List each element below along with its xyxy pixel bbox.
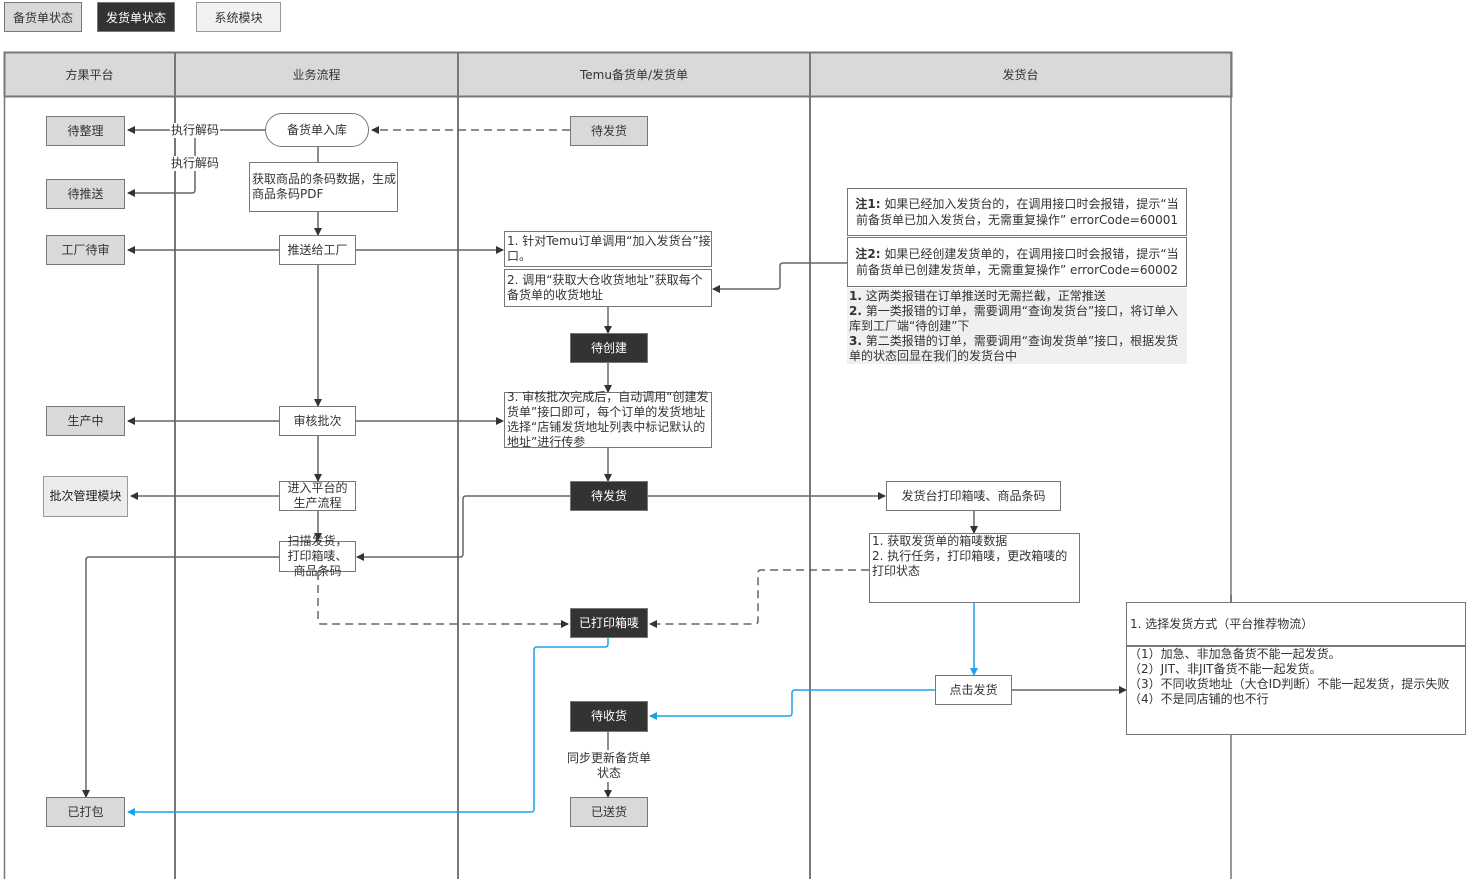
process-enter-production[interactable]: 进入平台的生产流程	[279, 481, 356, 511]
note-1-text: 如果已经加入发货台的，在调用接口时会报错，提示“当前备货单已加入发货台，无需重复…	[855, 197, 1179, 227]
notes-item: 1. 这两类报错在订单推送时无需拦截，正常推送	[849, 289, 1106, 303]
status-dai-zheng-li[interactable]: 待整理	[46, 116, 125, 146]
lane-header-business-process: 业务流程	[175, 52, 458, 96]
step-add-to-shipping-desk[interactable]: 1. 针对Temu订单调用“加入发货台”接口。	[504, 231, 712, 267]
status-pending-create[interactable]: 待创建	[570, 333, 648, 363]
tab-stock-order-status[interactable]: 备货单状态	[4, 2, 82, 32]
status-delivered[interactable]: 已送货	[570, 797, 648, 827]
swimlane-frame	[3, 51, 1233, 879]
edge-printed-label-to-packed	[127, 638, 609, 816]
process-scan-ship[interactable]: 扫描发货，打印箱唛、商品条码	[279, 534, 356, 578]
click-ship-button[interactable]: 点击发货	[935, 675, 1012, 705]
edge-scan-to-printed-label	[317, 572, 569, 628]
status-pending-receive[interactable]: 待收货	[570, 701, 648, 732]
rule-item: （1）加急、非加急备货不能一起发货。	[1129, 647, 1341, 661]
edge-scan-to-packed	[82, 556, 280, 798]
note-2-title: 注2:	[855, 247, 881, 261]
edge-task-to-printed-label	[649, 569, 869, 628]
task-line-1: 1. 获取发货单的箱唛数据	[872, 534, 1008, 548]
batch-management-module[interactable]: 批次管理模块	[43, 476, 128, 517]
edge-notes-to-step2	[712, 262, 847, 293]
label-sync-stock-status: 同步更新备货单状态	[564, 751, 654, 781]
status-pending-ship[interactable]: 待发货	[570, 481, 648, 511]
note-1-title: 注1:	[855, 197, 881, 211]
note-1: 注1: 如果已经加入发货台的，在调用接口时会报错，提示“当前备货单已加入发货台，…	[847, 188, 1187, 236]
status-pending-ship-top[interactable]: 待发货	[570, 116, 648, 146]
desk-print-task[interactable]: 1. 获取发货单的箱唛数据 2. 执行任务，打印箱唛，更改箱唛的打印状态	[869, 533, 1080, 603]
status-packed[interactable]: 已打包	[46, 797, 125, 827]
lane-header-temu-orders: Temu备货单/发货单	[458, 52, 810, 96]
shipping-rules: （1）加急、非加急备货不能一起发货。 （2）JIT、非JIT备货不能一起发货。 …	[1126, 646, 1466, 735]
error-handling-notes: 1. 这两类报错在订单推送时无需拦截，正常推送 2. 第一类报错的订单，需要调用…	[847, 288, 1187, 364]
rule-item: （4）不是同店铺的也不行	[1129, 692, 1269, 706]
shipping-method-title: 1. 选择发货方式（平台推荐物流）	[1126, 602, 1466, 646]
step-get-warehouse-address[interactable]: 2. 调用“获取大仓收货地址”获取每个备货单的收货地址	[504, 269, 712, 307]
status-producing[interactable]: 生产中	[46, 406, 125, 436]
notes-item: 3. 第二类报错的订单，需要调用“查询发货单”接口，根据发货单的状态回显在我们的…	[849, 334, 1179, 363]
step-create-shipping-order[interactable]: 3. 审核批次完成后，自动调用“创建发货单”接口即可，每个订单的发货地址选择“店…	[504, 390, 712, 449]
edge-decode-to-dai-tui-song	[127, 130, 196, 197]
rule-item: （3）不同收货地址（大仓ID判断）不能一起发货，提示失败	[1129, 677, 1450, 691]
task-line-2: 2. 执行任务，打印箱唛，更改箱唛的打印状态	[872, 549, 1068, 578]
status-dai-tui-song[interactable]: 待推送	[46, 179, 125, 209]
edge-pending-ship-to-scan	[356, 495, 570, 561]
status-label-printed[interactable]: 已打印箱唛	[570, 608, 648, 638]
process-push-to-factory[interactable]: 推送给工厂	[279, 235, 356, 265]
process-get-barcode[interactable]: 获取商品的条码数据，生成商品条码PDF	[249, 162, 398, 212]
tab-shipping-order-status[interactable]: 发货单状态	[97, 2, 175, 32]
edge-click-ship-to-pending-receive	[649, 689, 935, 720]
status-factory-review[interactable]: 工厂待审	[46, 235, 125, 265]
rule-item: （2）JIT、非JIT备货不能一起发货。	[1129, 662, 1322, 676]
note-2: 注2: 如果已经创建发货单的，在调用接口时会报错，提示“当前备货单已创建发货单，…	[847, 237, 1187, 287]
desk-print-labels[interactable]: 发货台打印箱唛、商品条码	[886, 481, 1061, 511]
process-stock-inbound[interactable]: 备货单入库	[265, 113, 369, 147]
process-audit-batch[interactable]: 审核批次	[279, 406, 356, 436]
notes-item: 2. 第一类报错的订单，需要调用“查询发货台”接口，将订单入库到工厂端“待创建”…	[849, 304, 1179, 333]
lane-header-platform: 方果平台	[4, 52, 175, 96]
tab-system-module[interactable]: 系统模块	[196, 2, 281, 32]
label-execute-decode-1: 执行解码	[170, 123, 221, 138]
note-2-text: 如果已经创建发货单的，在调用接口时会报错，提示“当前备货单已创建发货单，无需重复…	[855, 247, 1179, 277]
label-execute-decode-2: 执行解码	[170, 156, 221, 171]
lane-header-shipping-desk: 发货台	[810, 52, 1231, 96]
